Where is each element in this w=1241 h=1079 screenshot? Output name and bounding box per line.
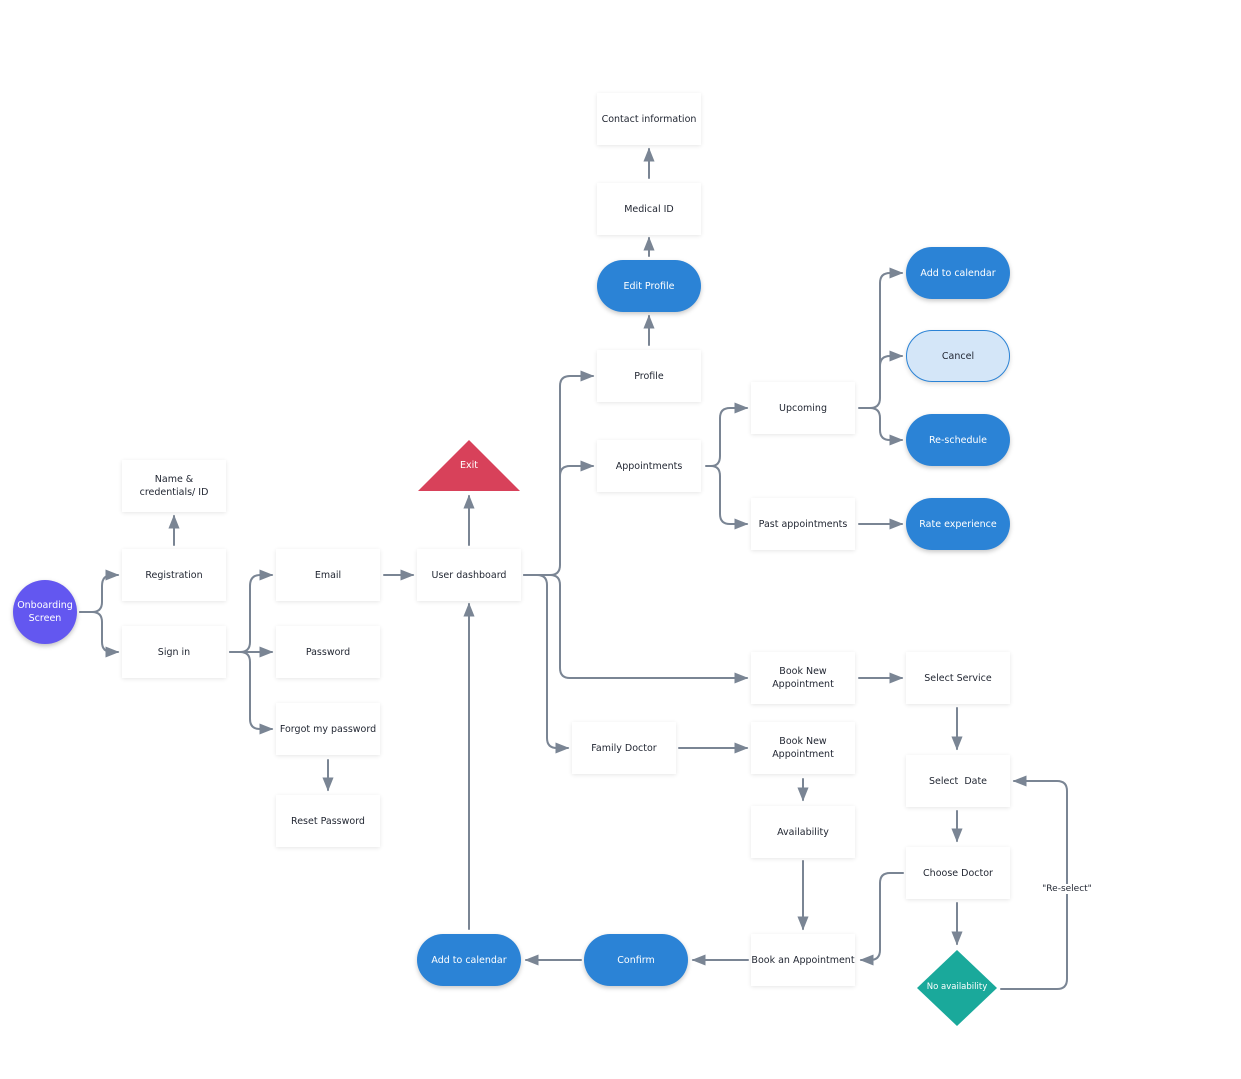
edge-upcoming-to-reschedule: [869, 407, 904, 446]
node-book-new-appointment-1[interactable]: Book New Appointment: [751, 652, 855, 704]
edge-dashboard-to-profile: [523, 370, 595, 576]
node-upcoming[interactable]: Upcoming: [751, 382, 855, 434]
edge-signin-to-forgot: [239, 651, 274, 735]
node-onboarding-screen[interactable]: Onboarding Screen: [13, 580, 77, 644]
node-availability[interactable]: Availability: [751, 806, 855, 858]
node-edit-profile[interactable]: Edit Profile: [597, 260, 701, 312]
edge-choosedoctor-to-bookanappointment: [859, 872, 904, 966]
exit-label: Exit: [460, 460, 478, 471]
edge-label-reselect: "Re-select": [1036, 884, 1098, 894]
node-rate-experience[interactable]: Rate experience: [906, 498, 1010, 550]
node-cancel[interactable]: Cancel: [906, 330, 1010, 382]
node-select-date[interactable]: Select Date: [906, 755, 1010, 807]
node-choose-doctor[interactable]: Choose Doctor: [906, 847, 1010, 899]
edge-appointments-to-past: [710, 465, 749, 530]
node-appointments[interactable]: Appointments: [597, 440, 701, 492]
node-confirm[interactable]: Confirm: [584, 934, 688, 986]
node-password[interactable]: Password: [276, 626, 380, 678]
node-add-to-calendar-top[interactable]: Add to calendar: [906, 247, 1010, 299]
node-name-credentials[interactable]: Name & credentials/ ID: [122, 460, 226, 512]
node-sign-in[interactable]: Sign in: [122, 626, 226, 678]
no-availability-diamond[interactable]: [917, 950, 997, 1026]
edge-onboarding-to-registration: [79, 569, 120, 613]
edge-dashboard-to-appointments: [559, 460, 595, 477]
edge-dashboard-to-familydoctor: [523, 574, 570, 754]
edge-upcoming-to-addcal: [858, 267, 904, 409]
node-reset-password[interactable]: Reset Password: [276, 795, 380, 847]
node-contact-information[interactable]: Contact information: [597, 93, 701, 145]
node-family-doctor[interactable]: Family Doctor: [572, 722, 676, 774]
edge-dashboard-to-booknew1: [549, 574, 749, 684]
node-email[interactable]: Email: [276, 549, 380, 601]
node-select-service[interactable]: Select Service: [906, 652, 1010, 704]
edge-appointments-to-upcoming: [705, 402, 749, 467]
node-medical-id[interactable]: Medical ID: [597, 183, 701, 235]
node-book-an-appointment[interactable]: Book an Appointment: [751, 934, 855, 986]
node-past-appointments[interactable]: Past appointments: [751, 498, 855, 550]
no-availability-label: No availability: [926, 982, 988, 992]
node-profile[interactable]: Profile: [597, 350, 701, 402]
node-book-new-appointment-2[interactable]: Book New Appointment: [751, 722, 855, 774]
node-user-dashboard[interactable]: User dashboard: [417, 549, 521, 601]
node-add-to-calendar-bottom[interactable]: Add to calendar: [417, 934, 521, 986]
edge-onboarding-to-signin: [79, 611, 120, 658]
edge-signin-to-email: [229, 569, 274, 653]
node-forgot-password[interactable]: Forgot my password: [276, 703, 380, 755]
edge-upcoming-to-cancel: [879, 350, 904, 367]
exit-triangle[interactable]: [418, 440, 520, 491]
node-registration[interactable]: Registration: [122, 549, 226, 601]
node-reschedule[interactable]: Re-schedule: [906, 414, 1010, 466]
